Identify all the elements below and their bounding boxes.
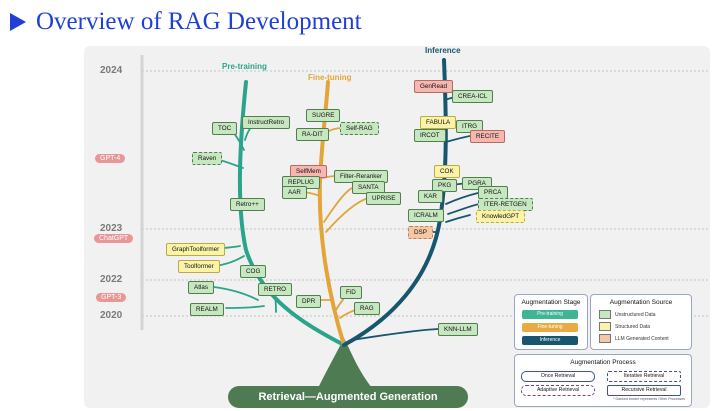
stage-label-inference: Inference bbox=[425, 46, 461, 55]
legend-process-title: Augmentation Process bbox=[570, 359, 636, 366]
legend-process-footnote: * Dashed border represents Other Process… bbox=[613, 397, 685, 401]
stage-label-pretraining: Pre-training bbox=[222, 62, 267, 71]
pretraining-main-branch bbox=[237, 80, 346, 347]
node-rag: RAG bbox=[354, 302, 380, 315]
stage-label-finetuning: Fine-tuning bbox=[308, 73, 352, 82]
node-dpr: DPR bbox=[296, 295, 322, 308]
branch-knowledgpt bbox=[445, 214, 471, 223]
node-sugre: SUGRE bbox=[306, 109, 341, 122]
node-atlas: Atlas bbox=[188, 281, 214, 294]
node-recite: RECITE bbox=[470, 130, 506, 143]
node-itrg: ITRG bbox=[456, 120, 484, 133]
milestone-gpt4: GPT-4 bbox=[95, 154, 126, 163]
legend-source-title: Augmentation Source bbox=[609, 299, 673, 306]
slide-title: Overview of RAG Development bbox=[36, 8, 362, 35]
year-2022: 2022 bbox=[100, 274, 123, 285]
legend-source-unstructured: Unstructured Data bbox=[599, 310, 656, 319]
legend-process-recursive: Recursive Retrieval bbox=[607, 385, 681, 396]
node-toc: TOC bbox=[212, 122, 238, 135]
legend-stage-title: Augmentation Stage bbox=[521, 299, 581, 306]
title-block: Overview of RAG Development bbox=[10, 6, 362, 38]
node-genread: GenRead bbox=[414, 80, 453, 93]
legend-process-adaptive: Adaptive Retrieval bbox=[521, 385, 595, 396]
node-knnllm: KNN-LLM bbox=[438, 323, 478, 336]
node-retropp: Retro++ bbox=[230, 198, 265, 211]
node-selfrag: Self-RAG bbox=[340, 122, 379, 135]
node-cok: COK bbox=[434, 165, 460, 178]
legend-source-llm-label: LLM Generated Content bbox=[615, 335, 669, 342]
node-pkg: PKG bbox=[432, 179, 458, 192]
node-santa: SANTA bbox=[352, 181, 385, 194]
legend-source-unstructured-label: Unstructured Data bbox=[615, 311, 656, 318]
legend-augmentation-source: Augmentation Source Unstructured Data St… bbox=[590, 294, 692, 350]
node-aar: AAR bbox=[282, 186, 307, 199]
trunk bbox=[318, 338, 372, 388]
legend-source-structured: Structured Data bbox=[599, 322, 650, 331]
swatch-structured bbox=[599, 322, 611, 331]
node-fid: FiD bbox=[340, 286, 362, 299]
node-uprise: UPRISE bbox=[366, 192, 402, 205]
node-creaicl: CREA-ICL bbox=[452, 90, 494, 103]
year-2020: 2020 bbox=[100, 310, 123, 321]
legend-augmentation-process: Augmentation Process Once Retrieval Iter… bbox=[514, 354, 692, 407]
node-ircot: IRCOT bbox=[414, 129, 446, 142]
milestone-chatgpt: ChatGPT bbox=[94, 234, 134, 243]
legend-augmentation-stage: Augmentation Stage Pre-training Fine-tun… bbox=[514, 294, 588, 350]
node-retro: RETRO bbox=[258, 283, 293, 296]
node-dsp: DSP bbox=[408, 226, 433, 239]
node-raven: Raven bbox=[192, 152, 223, 165]
legend-source-llm: LLM Generated Content bbox=[599, 334, 669, 343]
node-toolformer: Toolformer bbox=[178, 260, 220, 273]
node-knowledgpt: KnowledGPT bbox=[476, 210, 526, 223]
branch-santa bbox=[323, 186, 355, 223]
legend-stage-inference: Inference bbox=[522, 336, 578, 345]
milestone-gpt3: GPT-3 bbox=[96, 293, 127, 302]
year-2024: 2024 bbox=[100, 65, 123, 76]
node-instructretro: InstructRetro bbox=[242, 116, 291, 129]
node-realm: REALM bbox=[190, 303, 224, 316]
node-cog: COG bbox=[240, 265, 267, 278]
legend-stage-pretraining: Pre-training bbox=[522, 310, 578, 319]
legend-source-structured-label: Structured Data bbox=[615, 323, 651, 330]
year-2023: 2023 bbox=[100, 223, 123, 234]
legend-process-iterative: Iterative Retrieval bbox=[607, 371, 681, 382]
play-arrow-icon bbox=[10, 13, 26, 31]
node-fabula: FABULA bbox=[420, 116, 457, 129]
branch-knnllm bbox=[351, 328, 439, 341]
branch-prca bbox=[445, 191, 483, 205]
swatch-unstructured bbox=[599, 310, 611, 319]
base-label: Retrieval—Augmented Generation bbox=[228, 386, 468, 408]
node-radit: RA-DIT bbox=[296, 128, 329, 141]
branch-uprise bbox=[325, 197, 369, 233]
node-kar: KAR bbox=[418, 190, 443, 203]
branch-realm bbox=[225, 305, 265, 309]
swatch-llm bbox=[599, 334, 611, 343]
legend-stage-finetuning: Fine-tuning bbox=[522, 323, 578, 332]
legend-process-once: Once Retrieval bbox=[521, 371, 595, 382]
node-icralm: ICRALM bbox=[408, 209, 444, 222]
node-graphtoolformer: GraphToolformer bbox=[166, 243, 226, 256]
branch-atlas bbox=[213, 286, 259, 301]
